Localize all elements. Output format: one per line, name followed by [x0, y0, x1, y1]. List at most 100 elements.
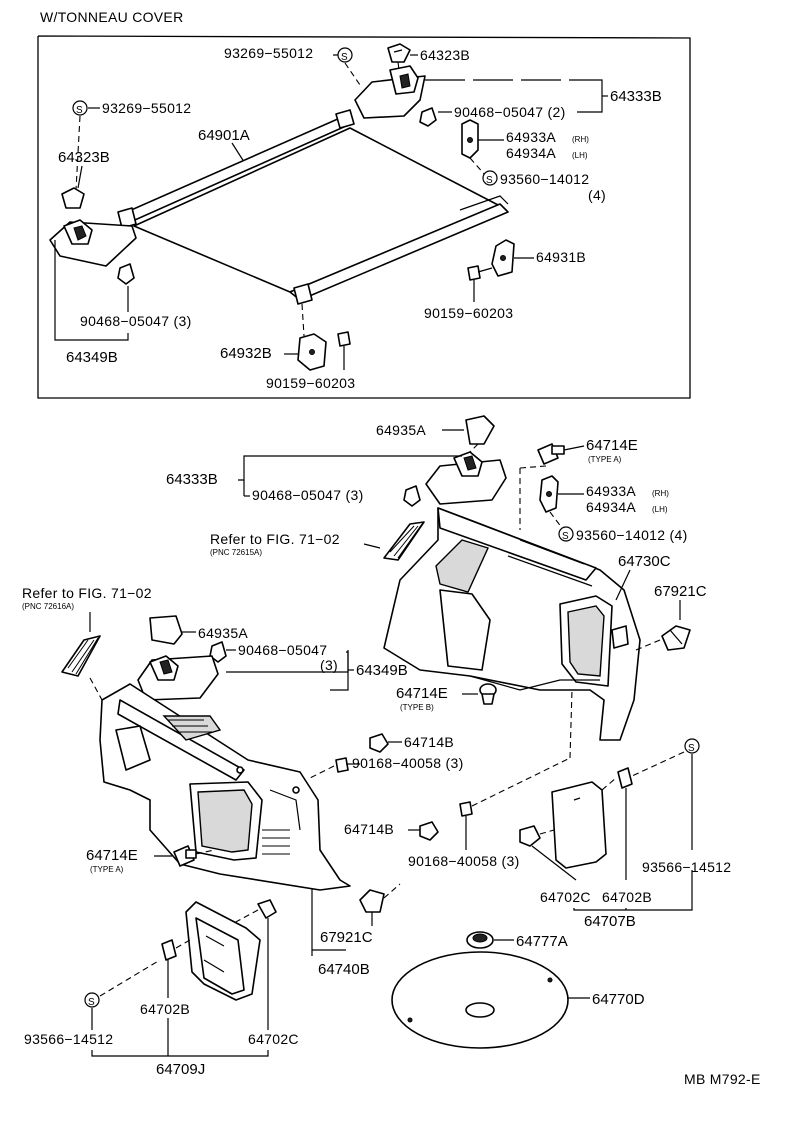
clip-symbol-s-93566-right: S	[684, 738, 700, 754]
access-cover-64707B	[551, 781, 607, 869]
label-90159-60203-bottom: 90159−60203	[266, 375, 355, 391]
clip-64702B-right	[617, 767, 633, 789]
clip-symbol-s-top: S	[337, 47, 353, 63]
label-64935A-top: 64935A	[376, 422, 426, 438]
quarter-trim-64730C	[383, 507, 641, 741]
vent-grille-upper	[383, 521, 425, 561]
clip-symbol-s-93560-top: S	[482, 170, 498, 186]
clip-64702B-left	[161, 939, 177, 961]
clip-64702C-right	[519, 825, 541, 847]
label-lh-top: (LH)	[572, 151, 588, 160]
label-93560-14012-4: 93560−14012 (4)	[576, 527, 688, 543]
label-90168-40058-3-2: 90168−40058 (3)	[408, 853, 520, 869]
clip-64714B-2	[419, 821, 439, 841]
label-64702C-left: 64702C	[248, 1031, 299, 1047]
tonneau-cover-frame	[37, 35, 691, 399]
label-64702C-right: 64702C	[540, 889, 591, 905]
label-64349B-mid: 64349B	[356, 662, 408, 679]
label-64714B-1: 64714B	[404, 734, 454, 750]
ref-fig-71-02-upper: Refer to FIG. 71−02	[210, 531, 340, 547]
access-cover-64709J	[185, 901, 261, 1001]
svg-text:S: S	[76, 105, 83, 116]
clip-64714E-typeA-top	[537, 443, 565, 465]
bracket-64933A-top	[461, 119, 479, 159]
label-64770D: 64770D	[592, 991, 645, 1008]
label-type-b: (TYPE B)	[400, 703, 434, 712]
label-64934A-top: 64934A	[506, 145, 556, 161]
label-67921C-bottom: 67921C	[320, 929, 373, 946]
floor-mat-64770D	[391, 951, 569, 1049]
label-type-a-top: (TYPE A)	[588, 455, 622, 464]
label-90468-05047-3-mid: 90468−05047 (3)	[252, 487, 364, 503]
clip-90468-lower	[209, 641, 227, 663]
clip-symbol-s-93566-left: S	[84, 992, 100, 1008]
clip-64714E-typeB	[479, 683, 497, 705]
label-64714E-typeB: 64714E	[396, 685, 448, 702]
screw-90168-1	[335, 757, 360, 773]
bracket-64931B	[491, 239, 515, 277]
label-rh-top: (RH)	[572, 135, 589, 144]
cover-64935A-top	[465, 415, 495, 445]
label-qty4-top: (4)	[588, 187, 606, 203]
clip-90468-top	[419, 107, 437, 127]
svg-text:S: S	[562, 531, 569, 542]
label-64323B-left: 64323B	[58, 149, 110, 166]
ref-fig-71-02-lower: Refer to FIG. 71−02	[22, 585, 152, 601]
label-64740B: 64740B	[318, 961, 370, 978]
cover-holder-left	[49, 219, 137, 267]
cover-holder-right	[354, 65, 426, 119]
label-64714E-typeA-left: 64714E	[86, 847, 138, 864]
svg-text:S: S	[688, 743, 695, 754]
clip-symbol-s-93560-mid: S	[558, 526, 574, 542]
svg-text:S: S	[486, 175, 493, 186]
label-90468-05047-3-left: 90468−05047 (3)	[80, 313, 192, 329]
label-90159-60203-right: 90159−60203	[424, 305, 513, 321]
label-93269-55012-left: 93269−55012	[102, 100, 191, 116]
diagram-code: MB M792-E	[684, 1071, 761, 1087]
screw-90168-2	[459, 801, 473, 817]
vent-grille-lower	[61, 635, 101, 677]
bracket-64933A-mid	[539, 475, 559, 513]
tonneau-cover-64901A	[117, 109, 509, 305]
label-90168-40058-3-1: 90168−40058 (3)	[352, 755, 464, 771]
clip-64702C-left	[257, 899, 277, 919]
label-lh-mid: (LH)	[652, 505, 668, 514]
label-64702B-right: 64702B	[602, 889, 652, 905]
label-93566-14512-left: 93566−14512	[24, 1031, 113, 1047]
label-qty3-lower: (3)	[320, 657, 338, 673]
bracket-64932B	[297, 333, 327, 371]
label-93560-14012-top: 93560−14012	[500, 171, 589, 187]
label-rh-mid: (RH)	[652, 489, 669, 498]
label-90468-05047-lower: 90468−05047	[238, 642, 327, 658]
ref-pnc-72615A: (PNC 72615A)	[210, 548, 262, 557]
clip-67921C-bottom	[359, 889, 385, 913]
clip-67921C-right	[661, 625, 691, 651]
label-64933A-top: 64933A	[506, 129, 556, 145]
clip-64714B-1	[369, 733, 389, 753]
label-64333B-mid: 64333B	[166, 471, 218, 488]
clip-64714E-typeA-left	[173, 845, 197, 867]
clip-symbol-s-left: S	[72, 100, 88, 116]
label-64714E-typeA-top: 64714E	[586, 437, 638, 454]
clip-90468-mid	[403, 485, 421, 507]
label-93566-14512-right: 93566−14512	[642, 859, 731, 875]
label-64714B-2: 64714B	[344, 821, 394, 837]
label-90468-05047-2: 90468−05047 (2)	[454, 104, 566, 120]
label-64730C: 64730C	[618, 553, 671, 570]
label-64777A: 64777A	[516, 933, 568, 950]
svg-text:S: S	[88, 997, 95, 1008]
quarter-trim-64740B	[99, 683, 351, 891]
holder-64333B-mid	[425, 451, 507, 505]
label-64707B: 64707B	[584, 913, 636, 930]
cover-clip-64323B-top	[387, 43, 411, 63]
label-93269-55012-top: 93269−55012	[224, 45, 313, 61]
label-64702B-left: 64702B	[140, 1001, 190, 1017]
label-64901A: 64901A	[198, 127, 250, 144]
label-64932B: 64932B	[220, 345, 272, 362]
svg-text:S: S	[341, 52, 348, 63]
label-64709J: 64709J	[156, 1061, 205, 1078]
label-64349B-top: 64349B	[66, 349, 118, 366]
holder-64349B-mid	[137, 655, 219, 701]
bolt-90159-bottom	[337, 331, 351, 347]
